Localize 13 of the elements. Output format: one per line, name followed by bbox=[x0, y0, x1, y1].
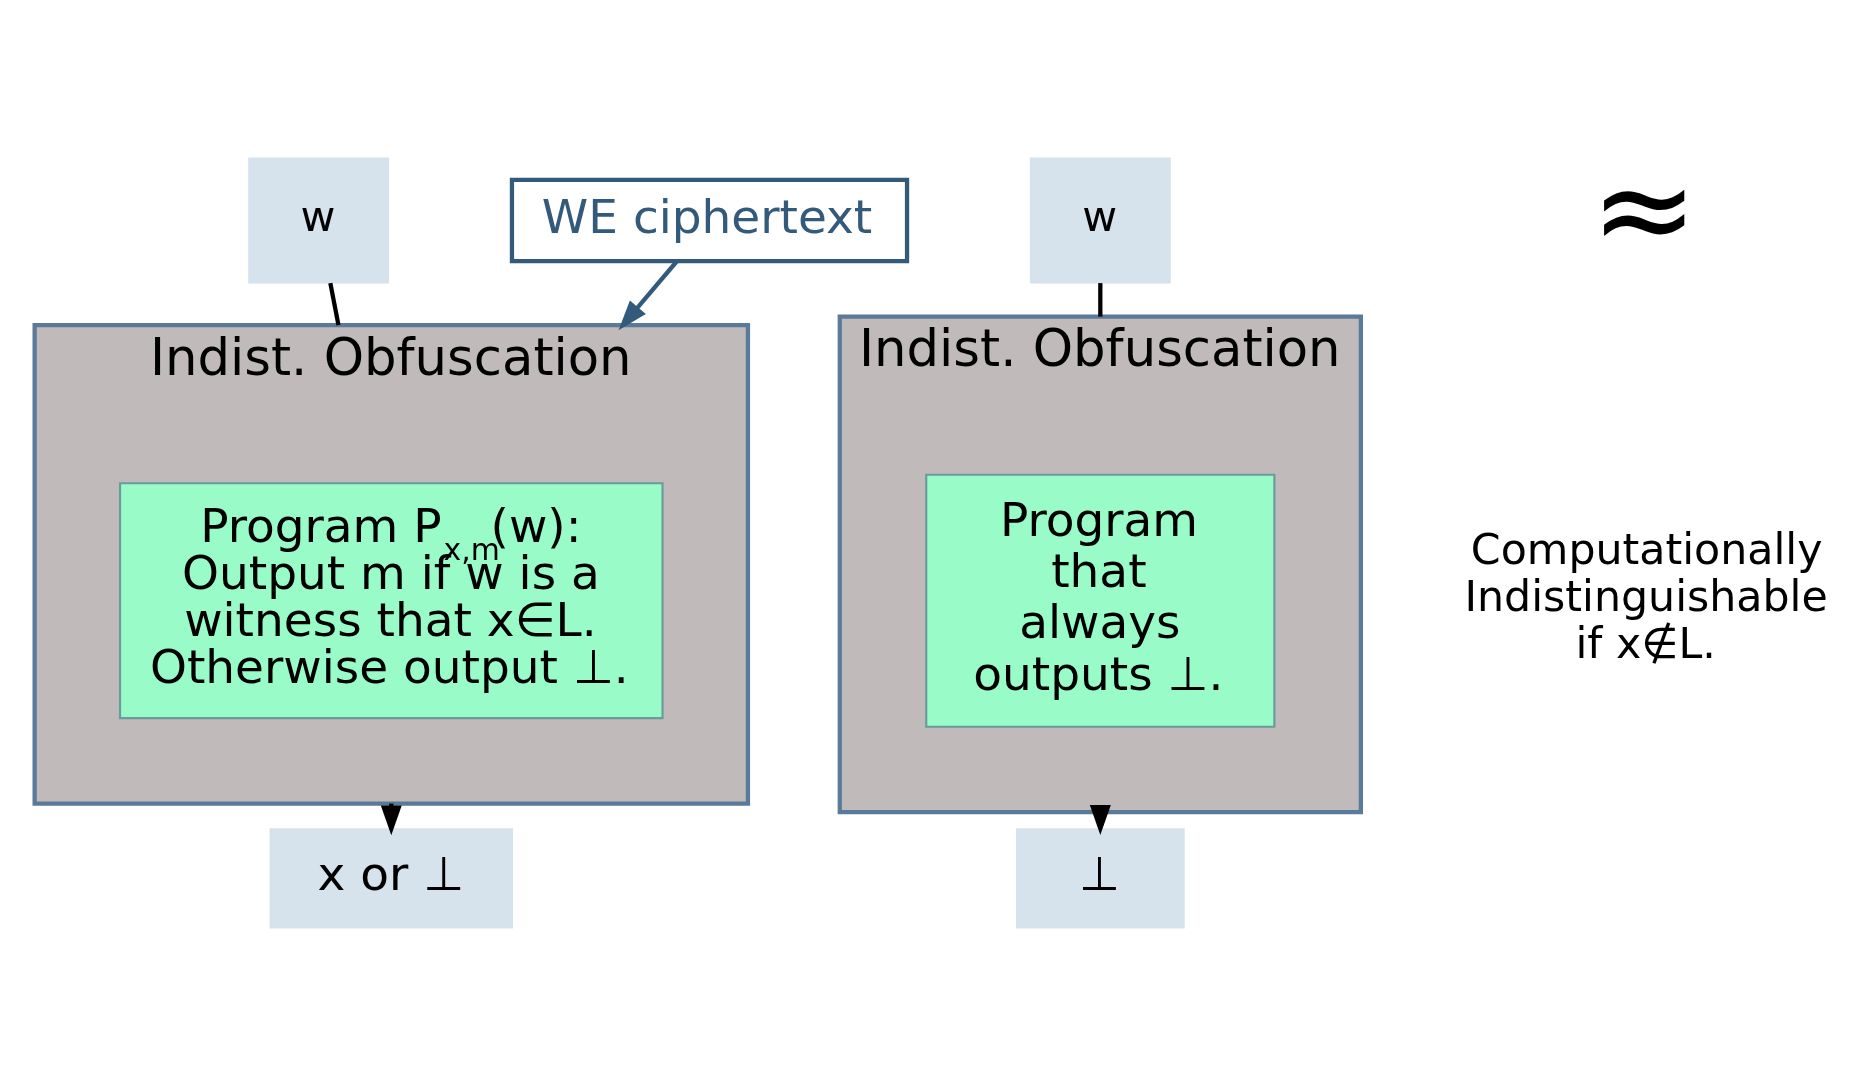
node-box: ⊥ bbox=[1015, 828, 1185, 929]
connector bbox=[1098, 283, 1103, 317]
label: ≈ bbox=[1590, 133, 1698, 283]
node-box: Program P$_{x,m}$(w): Output m if w is a witness that x∈L. Otherwise output ⊥. bbox=[119, 482, 664, 720]
label: Computationally Indistinguishable if x∉L. bbox=[1464, 524, 1828, 669]
node-box: Program that always outputs ⊥. bbox=[925, 473, 1276, 728]
arrow bbox=[618, 260, 679, 331]
node-box: w bbox=[248, 157, 390, 284]
connector bbox=[328, 282, 341, 326]
node-box: x or ⊥ bbox=[269, 828, 513, 929]
arrow bbox=[1089, 805, 1111, 836]
node-box: WE ciphertext bbox=[509, 177, 910, 264]
node-box: w bbox=[1029, 157, 1171, 284]
